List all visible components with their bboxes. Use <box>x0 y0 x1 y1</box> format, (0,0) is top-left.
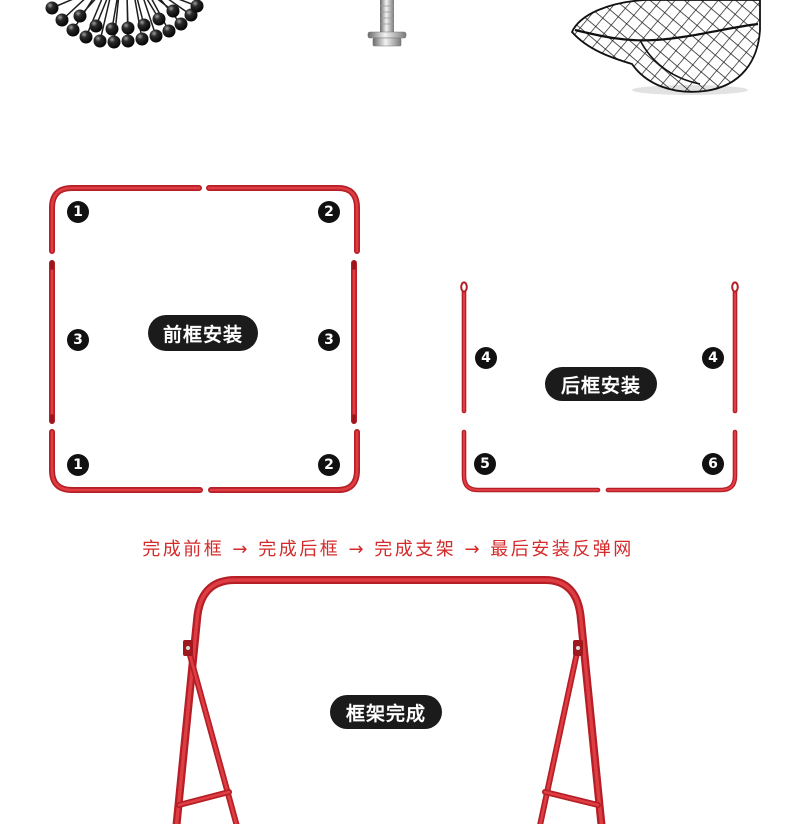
rebound-net-icon <box>572 0 760 95</box>
assembled-left-brace <box>179 792 229 805</box>
back-left-vertical-tube <box>461 282 467 411</box>
front-marker-bottom-left: 1 <box>67 454 89 476</box>
front-marker-middle-left: 3 <box>67 329 89 351</box>
right-hinge <box>573 640 583 656</box>
bungee-balls-icon <box>46 0 204 49</box>
assembly-steps-text: 完成前框 → 完成后框 → 完成支架 → 最后安装反弹网 <box>0 539 776 561</box>
left-hinge <box>183 640 193 656</box>
back-marker-bottom-left: 5 <box>474 453 496 475</box>
back-marker-left-vertical: 4 <box>475 347 497 369</box>
front-frame-label: 前框安装 <box>148 315 258 351</box>
assembled-right-brace <box>545 792 598 805</box>
assembled-frame-label: 框架完成 <box>330 695 442 729</box>
front-marker-top-left: 1 <box>67 201 89 223</box>
front-marker-top-right: 2 <box>318 201 340 223</box>
bolt-icon <box>368 0 406 46</box>
back-frame-label: 后框安装 <box>545 367 657 401</box>
front-marker-middle-right: 3 <box>318 329 340 351</box>
back-marker-bottom-right: 6 <box>702 453 724 475</box>
back-right-vertical-tube <box>732 282 738 411</box>
back-marker-right-vertical: 4 <box>702 347 724 369</box>
front-marker-bottom-right: 2 <box>318 454 340 476</box>
